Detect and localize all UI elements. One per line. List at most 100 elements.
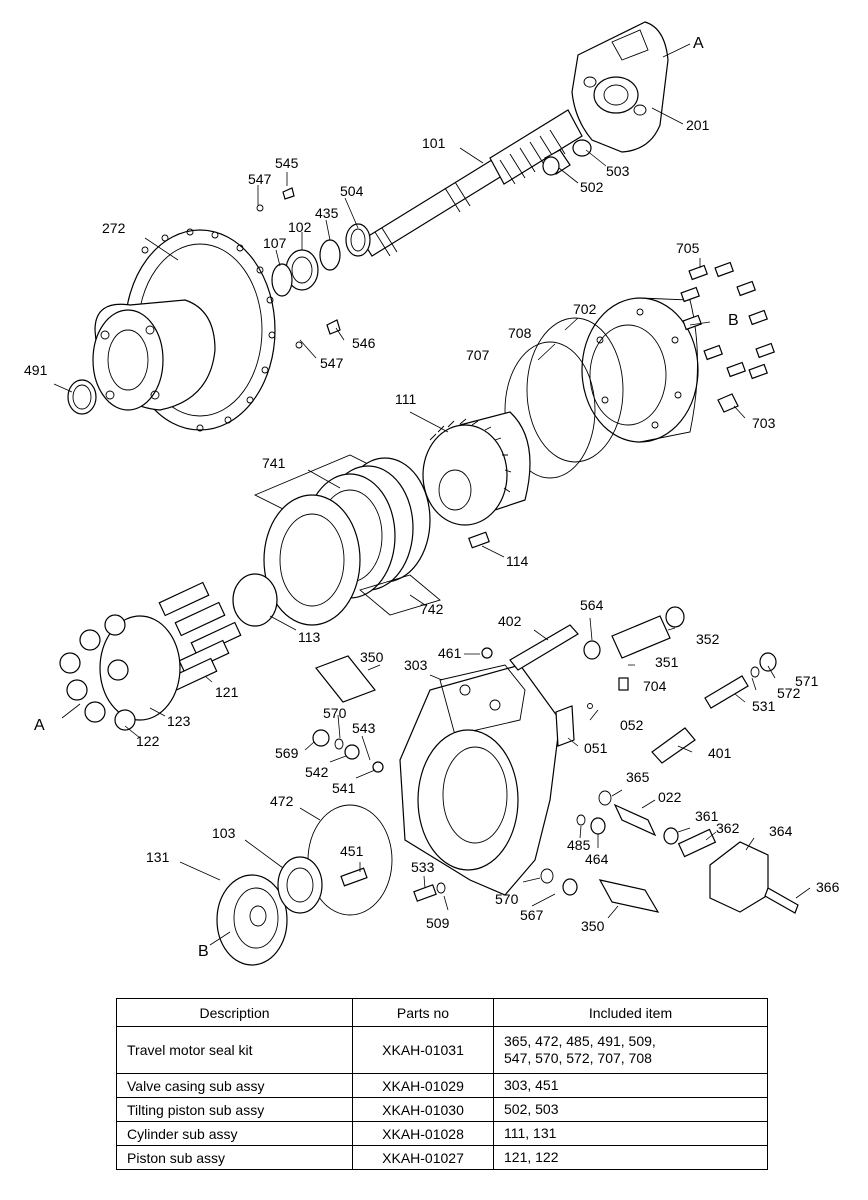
- label-707: 707: [466, 347, 490, 363]
- label-352: 352: [696, 631, 720, 647]
- plug-564: [583, 640, 601, 660]
- o-ring-570a: [334, 738, 344, 750]
- label-103: 103: [212, 825, 236, 841]
- label-464: 464: [585, 851, 609, 867]
- label-111: 111: [395, 391, 416, 407]
- label-533: 533: [411, 859, 435, 875]
- label-542: 542: [305, 764, 329, 780]
- label-303: 303: [404, 657, 428, 673]
- label-451: 451: [340, 843, 364, 859]
- label-472: 472: [270, 793, 294, 809]
- label-052: 052: [620, 717, 644, 733]
- o-ring-570b: [540, 868, 554, 884]
- o-ring-708: [526, 317, 624, 463]
- cell-included-item: 121, 122: [493, 1145, 768, 1170]
- cell-included-item: 502, 503: [493, 1097, 768, 1122]
- label-364: 364: [769, 823, 793, 839]
- table-row: Valve casing sub assy XKAH-01029 303, 45…: [116, 1073, 768, 1098]
- label-570-left: 570: [323, 705, 347, 721]
- plug-567: [562, 878, 578, 896]
- plate-051: [555, 705, 575, 747]
- label-572: 572: [777, 685, 801, 701]
- label-541: 541: [332, 780, 356, 796]
- o-ring-707: [504, 341, 596, 479]
- brake-plate-742: [263, 494, 441, 626]
- label-350-lower: 350: [581, 918, 605, 934]
- valve-351: [611, 615, 671, 659]
- spool-350-upper: [315, 655, 376, 703]
- label-114: 114: [506, 553, 529, 569]
- label-402: 402: [498, 613, 522, 629]
- label-361: 361: [695, 808, 719, 824]
- ring-107: [271, 263, 293, 297]
- label-547-top: 547: [248, 171, 272, 187]
- label-131: 131: [146, 849, 170, 865]
- plug-464: [590, 817, 606, 835]
- label-401: 401: [708, 745, 732, 761]
- label-B-top: B: [728, 312, 739, 329]
- label-742: 742: [420, 601, 444, 617]
- exploded-parts-diagram: A 201 503 502 101 545 547 504 435 102 10…: [24, 21, 840, 966]
- springs-705: [680, 261, 775, 380]
- label-531: 531: [752, 698, 776, 714]
- label-567: 567: [520, 907, 544, 923]
- cell-description: Travel motor seal kit: [116, 1026, 353, 1074]
- plug-461: [481, 647, 493, 659]
- label-B-bottom: B: [198, 943, 209, 960]
- label-502: 502: [580, 179, 604, 195]
- drive-shaft-101: [361, 109, 583, 257]
- tilting-piston-502: [542, 149, 571, 176]
- flange-702: [581, 297, 699, 443]
- cell-included-item: 111, 131: [493, 1121, 768, 1146]
- plate-113: [232, 573, 278, 627]
- table-header-row: Description Parts no Included item: [116, 998, 768, 1027]
- spring-362: [677, 828, 717, 858]
- cell-description: Valve casing sub assy: [116, 1073, 353, 1098]
- pin-703: [717, 393, 739, 413]
- label-350-upper: 350: [360, 649, 384, 665]
- label-107: 107: [263, 235, 287, 251]
- bolt-366: [764, 887, 799, 914]
- table-row: Tilting piston sub assy XKAH-01030 502, …: [116, 1097, 768, 1122]
- label-A-bottom: A: [34, 717, 45, 734]
- cylinder-111: [422, 411, 531, 526]
- cell-parts-no: XKAH-01027: [352, 1145, 494, 1170]
- pin-052: [587, 703, 593, 709]
- cell-parts-no: XKAH-01029: [352, 1073, 494, 1098]
- plug-541: [372, 761, 384, 773]
- plug-352: [665, 606, 685, 628]
- label-509: 509: [426, 915, 450, 931]
- plug-546: [326, 319, 341, 335]
- header-description: Description: [116, 998, 353, 1027]
- label-503: 503: [606, 163, 630, 179]
- cell-parts-no: XKAH-01030: [352, 1097, 494, 1122]
- bearing-103: [277, 856, 323, 914]
- label-201: 201: [686, 117, 710, 133]
- bolt-401: [651, 727, 696, 764]
- label-571: 571: [795, 673, 819, 689]
- cell-description: Piston sub assy: [116, 1145, 353, 1170]
- label-A-top: A: [693, 35, 704, 52]
- plug-571: [759, 652, 777, 672]
- header-included-item: Included item: [493, 998, 768, 1027]
- cell-description: Tilting piston sub assy: [116, 1097, 353, 1122]
- swash-plate-201: [571, 21, 669, 153]
- label-702: 702: [573, 301, 597, 317]
- cell-parts-no: XKAH-01028: [352, 1121, 494, 1146]
- retainer-plate-123: [99, 615, 181, 721]
- label-272: 272: [102, 220, 126, 236]
- label-570-right: 570: [495, 891, 519, 907]
- label-365: 365: [626, 769, 650, 785]
- table-row: Travel motor seal kit XKAH-01031 365, 47…: [116, 1026, 768, 1074]
- table-row: Cylinder sub assy XKAH-01028 111, 131: [116, 1121, 768, 1146]
- label-504: 504: [340, 183, 364, 199]
- label-564: 564: [580, 597, 604, 613]
- bolt-402: [509, 624, 579, 671]
- o-ring-472: [307, 804, 393, 916]
- label-351: 351: [655, 654, 679, 670]
- label-461: 461: [438, 645, 462, 661]
- label-123: 123: [167, 713, 191, 729]
- label-022: 022: [658, 789, 682, 805]
- piston-assembly-121: [158, 581, 242, 693]
- pin-451: [340, 867, 368, 887]
